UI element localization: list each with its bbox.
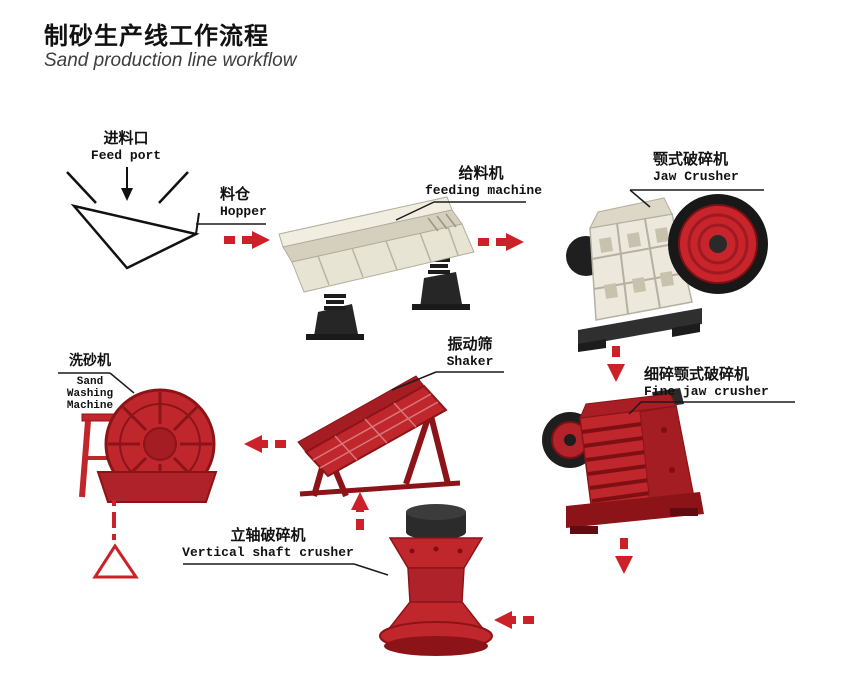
label-feed-port-en: Feed port	[90, 147, 162, 163]
label-jaw-crusher-zh: 颚式破碎机	[653, 151, 729, 168]
label-fine-jaw-crusher-zh: 细碎颚式破碎机	[644, 366, 750, 383]
label-feeding-machine-en: feeding machine	[425, 182, 543, 198]
label-feeding-machine-zh: 给料机	[458, 165, 504, 182]
feed-arrow-icon	[121, 188, 133, 201]
label-sand-washer: 洗砂机 Sand Washing Machine	[54, 352, 126, 412]
arrow-vertical-to-shaker	[351, 492, 369, 530]
page-title: 制砂生产线工作流程	[44, 23, 269, 50]
arrow-fine-jaw-down	[615, 538, 633, 574]
label-sand-washer-en2: Washing	[66, 387, 114, 400]
label-feeding-machine: 给料机 feeding machine	[425, 165, 543, 198]
fine-jaw-slats	[581, 422, 651, 503]
final-product-marker	[92, 500, 139, 579]
label-sand-washer-en3: Machine	[66, 399, 114, 412]
label-hopper-en: Hopper	[220, 203, 267, 219]
label-shaker: 振动筛 Shaker	[436, 336, 504, 369]
vertical-shaft-crusher-illustration	[379, 504, 493, 656]
jaw-frame-holes	[598, 227, 675, 299]
label-sand-washer-en1: Sand	[76, 375, 104, 388]
label-feed-port: 进料口 Feed port	[78, 130, 174, 163]
label-jaw-crusher: 颚式破碎机 Jaw Crusher	[653, 151, 783, 184]
label-hopper-zh: 料仓	[220, 186, 251, 203]
feeding-machine-illustration	[278, 196, 475, 340]
shaker-illustration	[297, 375, 461, 498]
label-vertical-shaft-crusher-en: Vertical shaft crusher	[182, 544, 354, 560]
feeder-grate	[427, 213, 457, 232]
label-shaker-zh: 振动筛	[447, 336, 493, 353]
washer-wheel-spokes	[108, 392, 212, 496]
jaw-crusher-illustration	[566, 194, 768, 352]
arrow-jaw-to-fine-jaw	[607, 346, 625, 382]
label-pointer-lines	[58, 189, 795, 576]
feed-funnel-and-hopper	[66, 167, 200, 270]
shaker-mesh	[312, 393, 439, 469]
label-sand-washer-zh: 洗砂机	[69, 352, 111, 368]
feeder-ribs	[317, 226, 459, 286]
label-feed-port-zh: 进料口	[103, 130, 149, 147]
arrow-shaker-to-washer	[244, 435, 286, 453]
page-subtitle: Sand production line workflow	[44, 50, 297, 71]
label-shaker-en: Shaker	[446, 353, 494, 369]
label-fine-jaw-crusher-en: Fine jaw crusher	[644, 383, 769, 399]
label-hopper: 料仓 Hopper	[220, 186, 290, 219]
shaker-legs	[311, 411, 451, 498]
fine-jaw-crusher-illustration	[542, 388, 704, 534]
sand-washer-illustration	[79, 388, 218, 503]
label-fine-jaw-crusher: 细碎颚式破碎机 Fine jaw crusher	[644, 366, 804, 399]
arrow-hopper-to-feeder	[224, 231, 270, 249]
flow-arrows	[224, 231, 633, 629]
arrow-into-vertical-crusher	[494, 611, 534, 629]
label-jaw-crusher-en: Jaw Crusher	[653, 168, 739, 184]
arrow-feeder-to-jaw-crusher	[478, 233, 524, 251]
label-vertical-shaft-crusher: 立轴破碎机 Vertical shaft crusher	[180, 527, 356, 560]
label-vertical-shaft-crusher-zh: 立轴破碎机	[230, 527, 306, 544]
